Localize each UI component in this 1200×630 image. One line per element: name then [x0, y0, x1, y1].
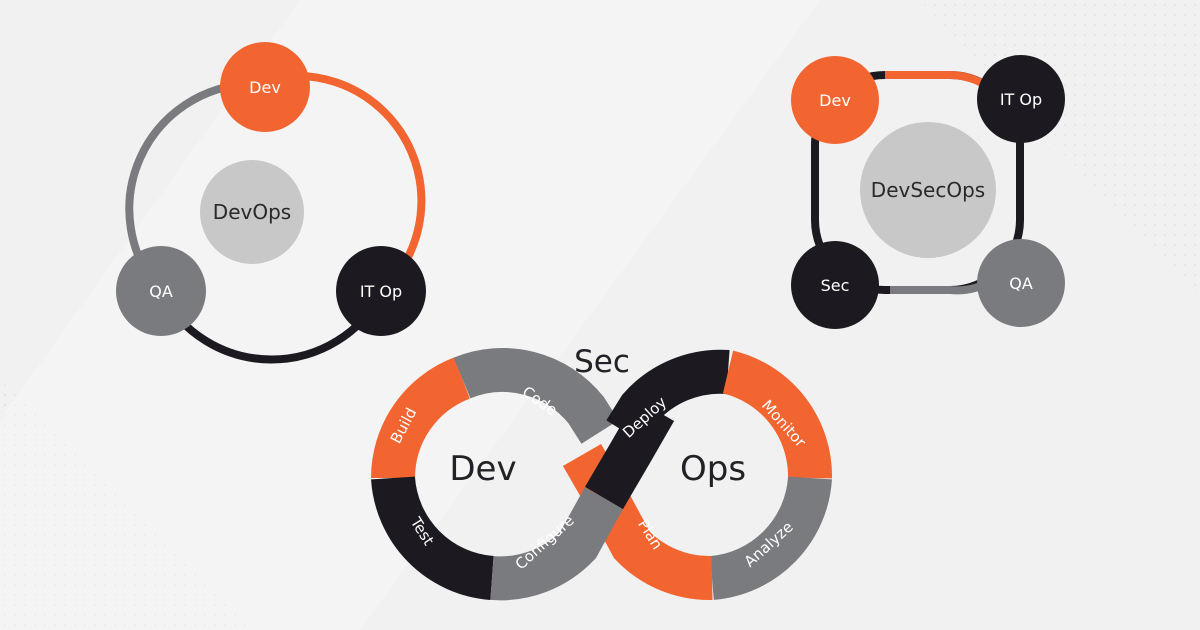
devops-node-qa-label: QA	[149, 282, 173, 301]
segment-monitor	[722, 350, 832, 479]
infinity-loop	[371, 348, 832, 601]
segment-analyze	[709, 475, 832, 600]
devsecops-node-it-op-label: IT Op	[1000, 90, 1042, 109]
devops-node-it-op	[336, 246, 426, 336]
devsecops-node-qa	[977, 239, 1065, 327]
devsecops-node-dev-label: Dev	[819, 91, 851, 110]
segment-configure	[490, 487, 624, 601]
devops-node-it-op-label: IT Op	[360, 282, 402, 301]
infinity-top-label: Sec	[574, 344, 630, 380]
devops-node-dev-label: Dev	[249, 78, 281, 97]
segment-test	[371, 475, 495, 600]
devops-center-circle	[200, 160, 304, 264]
segment-plan	[562, 444, 713, 601]
infinity-right-label: Ops	[680, 449, 746, 489]
devsecops-node-sec	[791, 241, 879, 329]
devsecops-node-it-op	[977, 55, 1065, 143]
devsecops-cycle: DevSecOps Dev IT Op Sec QA	[791, 55, 1065, 329]
devsecops-node-dev	[791, 56, 879, 144]
devops-node-qa	[116, 246, 206, 336]
devsecops-center-label: DevSecOps	[871, 178, 985, 202]
devops-center-label: DevOps	[213, 200, 291, 224]
devsecops-node-sec-label: Sec	[821, 276, 850, 295]
segment-build	[371, 357, 471, 479]
infinity-left-label: Dev	[449, 449, 516, 489]
segment-code	[453, 348, 619, 444]
devsecops-center-circle	[860, 122, 996, 258]
segment-deploy-crossing	[584, 399, 675, 510]
devops-node-dev	[220, 42, 310, 132]
devops-cycle: DevOps Dev IT Op QA	[116, 42, 426, 364]
devsecops-node-qa-label: QA	[1009, 274, 1033, 293]
